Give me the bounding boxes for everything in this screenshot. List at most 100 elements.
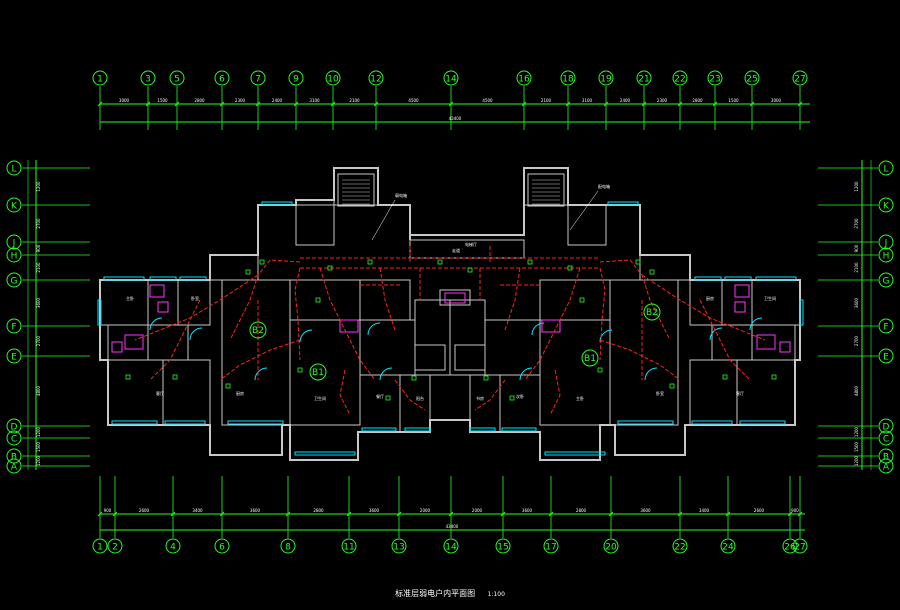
room-wall [99,279,149,326]
dimension-label: 1500 [157,98,168,103]
axis-bubble [598,70,614,86]
dimension-label: 2100 [541,98,552,103]
axis-bubble-label: 17 [545,543,556,553]
outlet-marker [483,375,489,381]
door-swing [709,327,723,341]
axis-bubble [672,70,688,86]
room-wall [736,359,796,426]
axis-bubble [6,318,22,334]
axis-bubble [672,538,688,554]
window [261,201,293,206]
axis-bubble [341,538,357,554]
drawing-scale: 1:100 [487,591,505,598]
dimension-label: 1200 [36,455,41,466]
door-swing [189,327,203,341]
unit-bubble [249,321,267,339]
axis-bubble-label: 27 [794,75,805,85]
bathroom-fixture [124,334,144,350]
dimension-label: 900 [36,244,41,252]
window [164,420,206,425]
low-voltage-wire [549,369,561,416]
axis-bubble-label: 14 [445,543,457,553]
axis-bubble [6,430,22,446]
axis-bubble [6,197,22,213]
low-voltage-wire [149,299,201,381]
room-wall [711,324,753,361]
axis-bubble-label: C [883,435,889,445]
low-voltage-wire [599,339,681,381]
dim-tick [396,511,402,517]
dimension-label: 3400 [699,508,710,513]
room-wall [539,279,611,321]
room-label: 卫生间 [764,295,776,301]
room-wall [289,319,361,426]
dimension-label: 3400 [192,508,203,513]
window [607,201,639,206]
axis-bubble [169,70,185,86]
dimension-label: 3600 [522,508,533,513]
outlet-marker [172,374,178,380]
outlet-marker [527,259,533,265]
low-voltage-wire [699,299,751,381]
door-swing [644,367,658,381]
plan-note: 走道 [452,247,460,253]
axis-bubble-label: 4 [170,543,176,553]
door-swing [149,317,163,331]
axis-bubble-label: 12 [370,75,381,85]
axis-bubble-label: 23 [709,75,720,85]
dim-tick [500,511,506,517]
dimension-label: 2700 [36,335,41,346]
dimension-label: 3000 [771,98,782,103]
axis-grid: 1300031500528006230072400931001021001245… [6,70,894,554]
dimension-label: 2800 [313,508,324,513]
axis-bubble-label: 14 [445,75,457,85]
dimension-label: 3600 [854,297,859,308]
axis-bubble-label: B [11,453,17,463]
low-voltage-wire [641,274,766,341]
dimension-label: 2300 [235,98,246,103]
bathroom-fixture [157,301,169,313]
low-voltage-wire [319,267,376,381]
dimension-label: 2100 [36,262,41,273]
axis-bubble-label: G [11,277,18,287]
outlet-marker [297,367,303,373]
room-label: 次卧 [516,393,524,399]
dim-tick [145,101,151,107]
axis-bubble-label: 25 [746,75,757,85]
low-voltage-wire [524,267,581,381]
axis-bubble-label: 2 [112,543,118,553]
outlet-marker [327,265,333,271]
dimension-label: 1200 [854,455,859,466]
window [617,420,674,425]
dimension-label: 900 [104,508,112,513]
window [179,276,207,281]
axis-bubble [878,247,894,263]
plan-labels: B1B1B2B2主卧卧室客厅厨房卫生间餐厅阳台书房次卧主卧卧室客厅厨房卫生间弱电… [126,183,776,401]
dim-tick [725,511,731,517]
axis-bubble [878,197,894,213]
axis-bubble-label: A [883,463,890,473]
axis-bubble [878,234,894,250]
low-voltage-wire [599,267,606,361]
unit-bubble [581,349,599,367]
low-voltage-wire [219,339,301,381]
door-swing [379,367,393,381]
axis-bubble-label: 19 [600,75,612,85]
room-label: 主卧 [126,295,134,301]
window [149,276,177,281]
outlet-marker [225,383,231,389]
dimension-label: 1500 [854,441,859,452]
dim-tick [112,511,118,517]
axis-bubble [250,70,266,86]
bathroom-fixture [734,284,750,298]
dim-tick [330,101,336,107]
axis-bubble-label: J [884,239,888,249]
dimension-label: 1200 [854,426,859,437]
room-wall [469,374,501,433]
outlet-marker [649,269,655,275]
unit-bubble [643,303,661,321]
axis-bubble [107,538,123,554]
axis-bubble [368,70,384,86]
leader-line [569,190,599,231]
low-voltage-wire [379,267,396,331]
